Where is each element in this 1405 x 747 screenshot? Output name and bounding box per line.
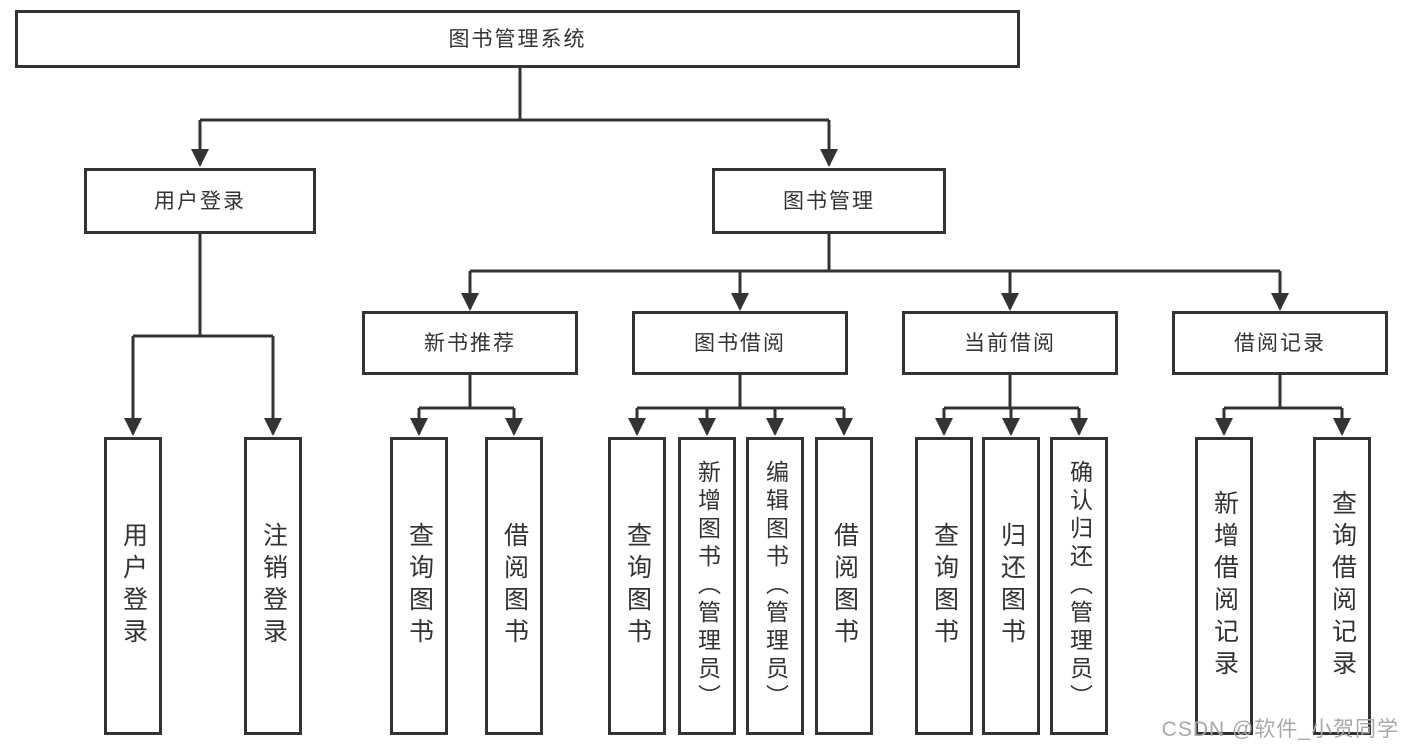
- leaf-borrow-query-books: 查询图书: [608, 437, 666, 735]
- connector-new-book: [419, 375, 514, 410]
- csdn-watermark: CSDN @软件_小贺同学: [1161, 718, 1399, 741]
- node-new-book-recommend-label: 新书推荐: [424, 331, 516, 355]
- connector-book-borrow: [637, 375, 844, 410]
- node-book-mgmt-label: 图书管理: [783, 189, 875, 213]
- leaf-edit-books-admin: 编辑图书（管理员）: [746, 437, 804, 735]
- node-user-login-label: 用户登录: [154, 189, 246, 213]
- leaf-logout-label: 注销登录: [259, 522, 288, 650]
- node-current-borrow: 当前借阅: [902, 311, 1118, 375]
- leaf-newbook-borrow-books: 借阅图书: [485, 437, 543, 735]
- leaf-return-books-label: 归还图书: [997, 522, 1026, 650]
- node-book-borrow: 图书借阅: [632, 311, 848, 375]
- leaf-borrow-query-books-label: 查询图书: [623, 522, 652, 650]
- leaf-logout: 注销登录: [244, 437, 302, 735]
- leaf-user-login-label: 用户登录: [119, 522, 148, 650]
- connector-root: [200, 68, 829, 122]
- node-new-book-recommend: 新书推荐: [362, 311, 578, 375]
- leaf-add-borrow-record-label: 新增借阅记录: [1210, 490, 1239, 682]
- leaf-newbook-query-books: 查询图书: [390, 437, 448, 735]
- node-root-label: 图书管理系统: [448, 27, 587, 51]
- leaf-edit-books-admin-label: 编辑图书（管理员）: [762, 460, 789, 712]
- connector-user-login: [133, 234, 273, 338]
- leaf-query-borrow-record: 查询借阅记录: [1313, 437, 1371, 735]
- leaf-current-query-books: 查询图书: [915, 437, 973, 735]
- node-book-borrow-label: 图书借阅: [694, 331, 786, 355]
- leaf-borrow-books: 借阅图书: [815, 437, 873, 735]
- leaf-add-books-admin-label: 新增图书（管理员）: [694, 460, 721, 712]
- node-current-borrow-label: 当前借阅: [964, 331, 1056, 355]
- connector-borrow-records: [1224, 375, 1342, 410]
- leaf-query-borrow-record-label: 查询借阅记录: [1328, 490, 1357, 682]
- leaf-current-query-books-label: 查询图书: [930, 522, 959, 650]
- leaf-borrow-books-label: 借阅图书: [830, 522, 859, 650]
- node-book-mgmt: 图书管理: [712, 168, 946, 234]
- leaf-add-borrow-record: 新增借阅记录: [1195, 437, 1253, 735]
- node-borrow-records-label: 借阅记录: [1234, 331, 1326, 355]
- leaf-newbook-query-books-label: 查询图书: [405, 522, 434, 650]
- connector-book-mgmt: [470, 234, 1280, 273]
- leaf-confirm-return-admin: 确认归还（管理员）: [1050, 437, 1108, 735]
- node-borrow-records: 借阅记录: [1172, 311, 1388, 375]
- leaf-user-login: 用户登录: [104, 437, 162, 735]
- leaf-confirm-return-admin-label: 确认归还（管理员）: [1066, 460, 1093, 712]
- connector-current-borrow: [944, 375, 1079, 410]
- leaf-newbook-borrow-books-label: 借阅图书: [500, 522, 529, 650]
- node-root: 图书管理系统: [15, 10, 1020, 68]
- leaf-add-books-admin: 新增图书（管理员）: [678, 437, 736, 735]
- node-user-login: 用户登录: [84, 168, 316, 234]
- leaf-return-books: 归还图书: [982, 437, 1040, 735]
